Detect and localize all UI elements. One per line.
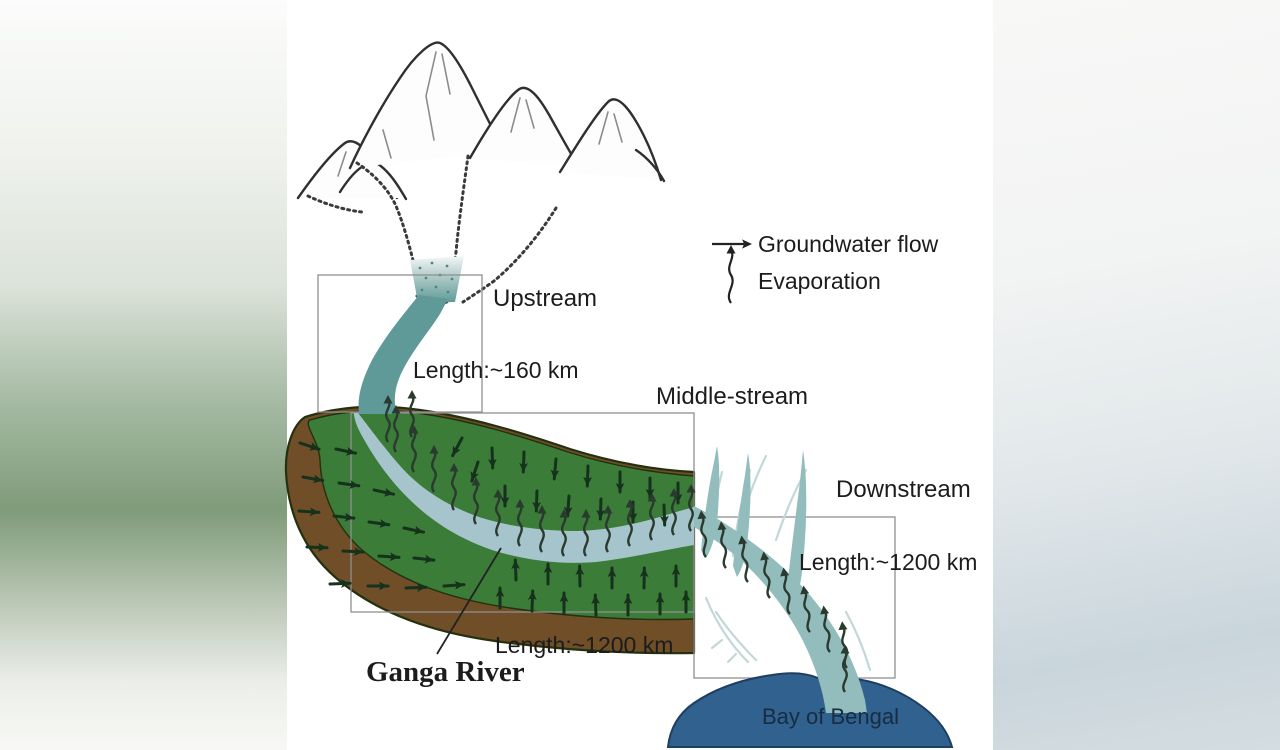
upstream-label: Upstream <box>493 285 597 312</box>
ganga-river-middle <box>354 413 694 563</box>
legend: Groundwater flow Evaporation <box>712 231 939 304</box>
ganga-river-upstream <box>358 295 448 414</box>
bay-of-bengal-label: Bay of Bengal <box>762 704 899 729</box>
mountain-shading-lines <box>337 51 623 177</box>
background-gradient-right <box>993 0 1280 750</box>
river-source-gradient <box>410 256 464 303</box>
middle-stream-label: Middle-stream <box>656 383 808 410</box>
river-source-speckles <box>418 261 454 294</box>
legend-evaporation-label: Evaporation <box>758 268 881 294</box>
downstream-label: Downstream <box>836 476 971 503</box>
mountain-peak-right <box>558 98 663 182</box>
ganga-river-downstream <box>694 506 867 713</box>
legend-groundwater-label: Groundwater flow <box>758 231 939 257</box>
groundwater-flow-arrow-icon <box>712 239 752 249</box>
ganga-river-pointer-line <box>436 547 502 655</box>
mountain-ridge-right-slope <box>634 148 666 183</box>
ganga-river-label: Ganga River <box>366 656 525 688</box>
middle-stream-length-label: Length:~1200 km <box>495 632 673 658</box>
background-gradient-left <box>0 0 287 750</box>
floodplain-green-layer <box>307 409 695 621</box>
downstream-length-label: Length:~1200 km <box>799 549 977 575</box>
evaporation-wavy-arrow-icon <box>726 245 736 304</box>
upstream-box <box>317 274 483 413</box>
himalaya-mountains-sketch <box>296 41 666 306</box>
mountain-peak-center-right <box>468 86 581 169</box>
upstream-length-label: Length:~160 km <box>413 357 579 383</box>
